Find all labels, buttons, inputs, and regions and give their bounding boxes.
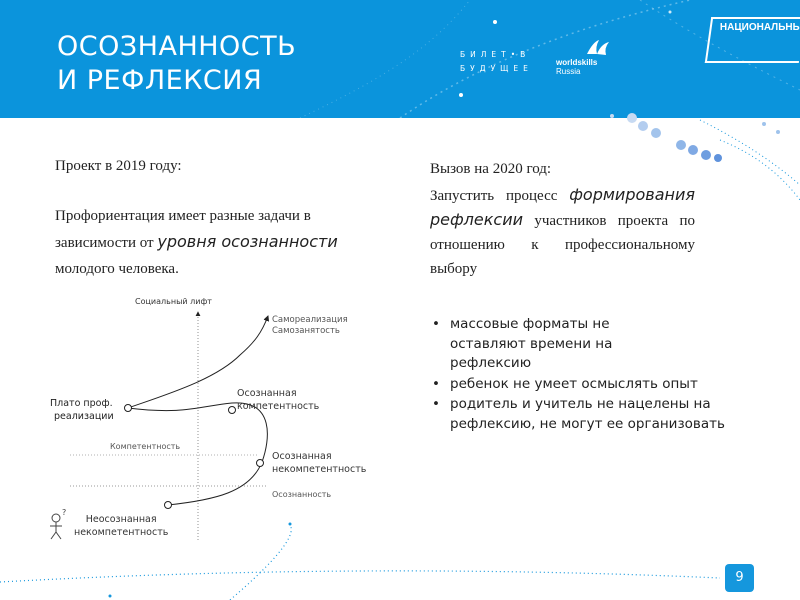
bilet-v-budushchee-logo: БИЛЕТ•В БУДУЩЕЕ bbox=[460, 50, 533, 73]
page-title: ОСОЗНАННОСТЬ И РЕФЛЕКСИЯ bbox=[57, 30, 296, 98]
label-conscious-incompetence: Осознанная некомпетентность bbox=[272, 451, 367, 475]
problem-bullet-list: массовые форматы не оставляют времени на… bbox=[430, 315, 790, 435]
label-unconscious-incompetence: Неосознанная некомпетентность bbox=[74, 514, 169, 538]
list-item: родитель и учитель не нацелены на рефлек… bbox=[432, 395, 790, 434]
svg-text:?: ? bbox=[62, 508, 66, 517]
header-decoration bbox=[299, 0, 800, 118]
challenge-heading: Вызов на 2020 год: bbox=[430, 161, 552, 177]
left-paragraph: Профориентация имеет разные задачи в зав… bbox=[55, 208, 338, 277]
right-text-block: Вызов на 2020 год: Запустить процесс фор… bbox=[430, 157, 695, 281]
header-banner: ОСОЗНАННОСТЬ И РЕФЛЕКСИЯ БИЛЕТ•В БУДУЩЕЕ… bbox=[0, 0, 800, 118]
label-self-realization: Самореализация Самозанятость bbox=[272, 315, 348, 336]
point-plateau bbox=[124, 404, 132, 412]
national-projects-logo: НАЦИОНАЛЬНЫЕ ПРОЕКТЫ bbox=[704, 17, 800, 63]
left-heading: Проект в 2019 году: bbox=[55, 158, 182, 174]
worldskills-flame-icon bbox=[587, 40, 609, 55]
worldskills-logo: worldskills Russia bbox=[556, 58, 598, 76]
y-axis-label: Социальный лифт bbox=[135, 297, 212, 306]
challenge-text: Запустить процесс формирования рефлексии… bbox=[430, 185, 695, 277]
list-item: массовые форматы не оставляют времени на… bbox=[432, 315, 640, 374]
label-plateau: Плато проф. реализации bbox=[50, 398, 114, 422]
italic-emphasis: формирования рефлексии bbox=[430, 185, 695, 229]
italic-emphasis: уровня осознанности bbox=[157, 232, 338, 251]
page-number-badge: 9 bbox=[725, 564, 754, 592]
label-conscious-competence: Осознанная компетентность bbox=[237, 388, 320, 412]
point-conscious-incompetence bbox=[256, 459, 264, 467]
label-awareness-axis: Осознанность bbox=[272, 490, 332, 499]
point-unconscious-incompetence bbox=[164, 501, 172, 509]
label-competence-axis: Компетентность bbox=[110, 442, 181, 451]
point-conscious-competence bbox=[228, 406, 236, 414]
title-line-2: И РЕФЛЕКСИЯ bbox=[57, 65, 263, 96]
list-item: ребенок не умеет осмыслять опыт bbox=[432, 375, 790, 395]
title-line-1: ОСОЗНАННОСТЬ bbox=[57, 31, 297, 62]
person-question-icon bbox=[50, 513, 62, 540]
